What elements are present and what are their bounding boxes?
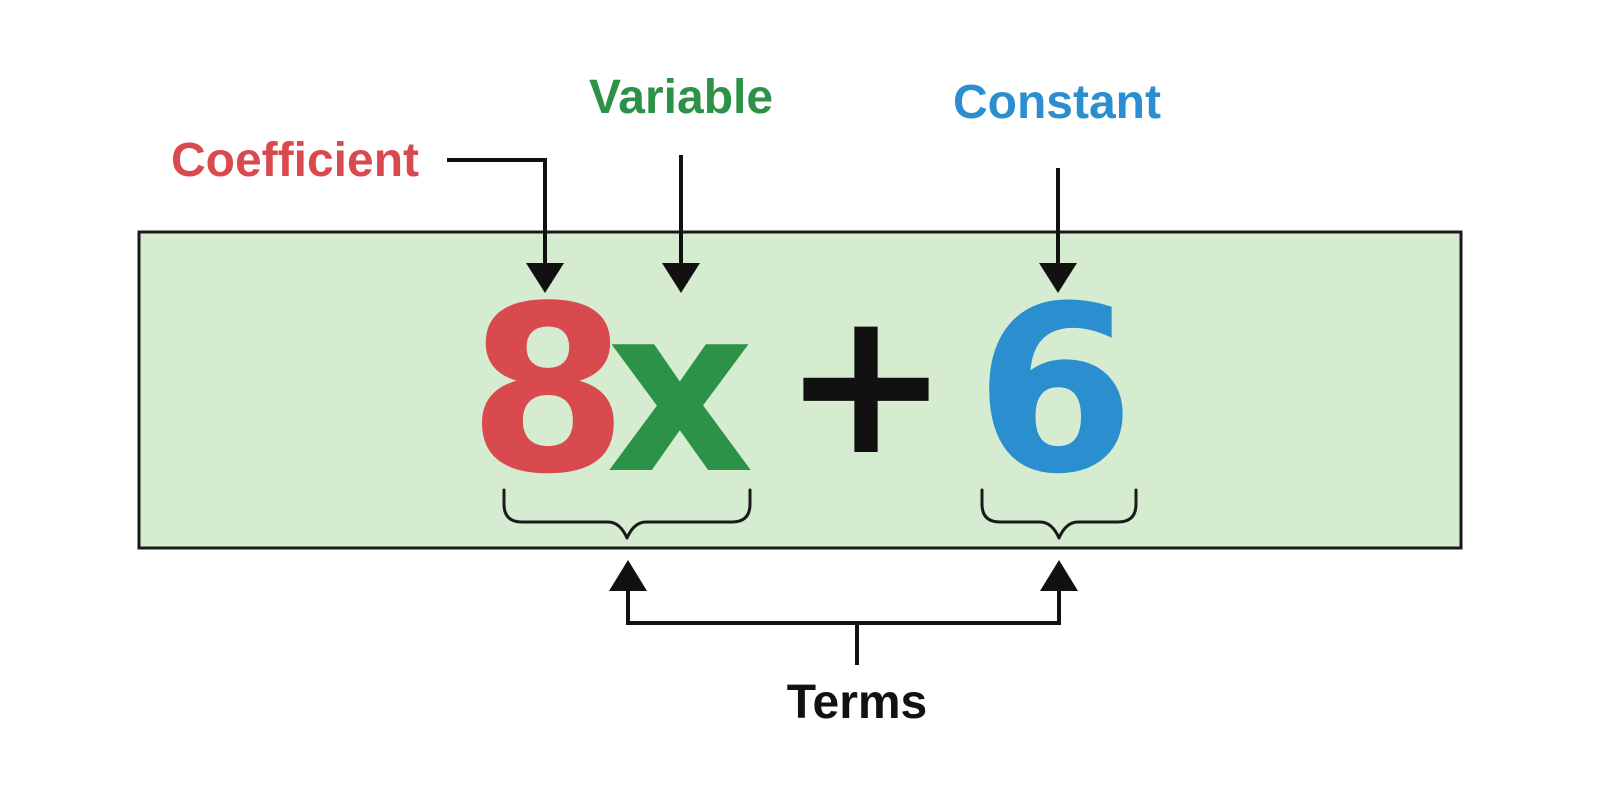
terms-arrow-right-head (1040, 560, 1078, 591)
terms-arrow-right-line (857, 588, 1061, 625)
coefficient-digit: 8 (468, 258, 628, 525)
constant-digit: 6 (975, 258, 1135, 525)
constant-arrow-head (1039, 263, 1077, 293)
variable-label: Variable (589, 71, 773, 124)
coefficient-arrow-head (526, 263, 564, 293)
brace-term-6 (980, 488, 1138, 540)
terms-label: Terms (787, 676, 928, 729)
constant-label: Constant (953, 76, 1161, 129)
variable-letter: x (606, 258, 754, 525)
terms-arrow-left-head (609, 560, 647, 591)
plus-operator: + (782, 267, 950, 500)
expression-box (137, 230, 1463, 550)
terms-arrow-left-line (626, 588, 859, 665)
coefficient-arrow-line (447, 158, 547, 266)
brace-term-8x (502, 488, 752, 540)
variable-arrow-head (662, 263, 700, 293)
coefficient-label: Coefficient (171, 134, 419, 187)
